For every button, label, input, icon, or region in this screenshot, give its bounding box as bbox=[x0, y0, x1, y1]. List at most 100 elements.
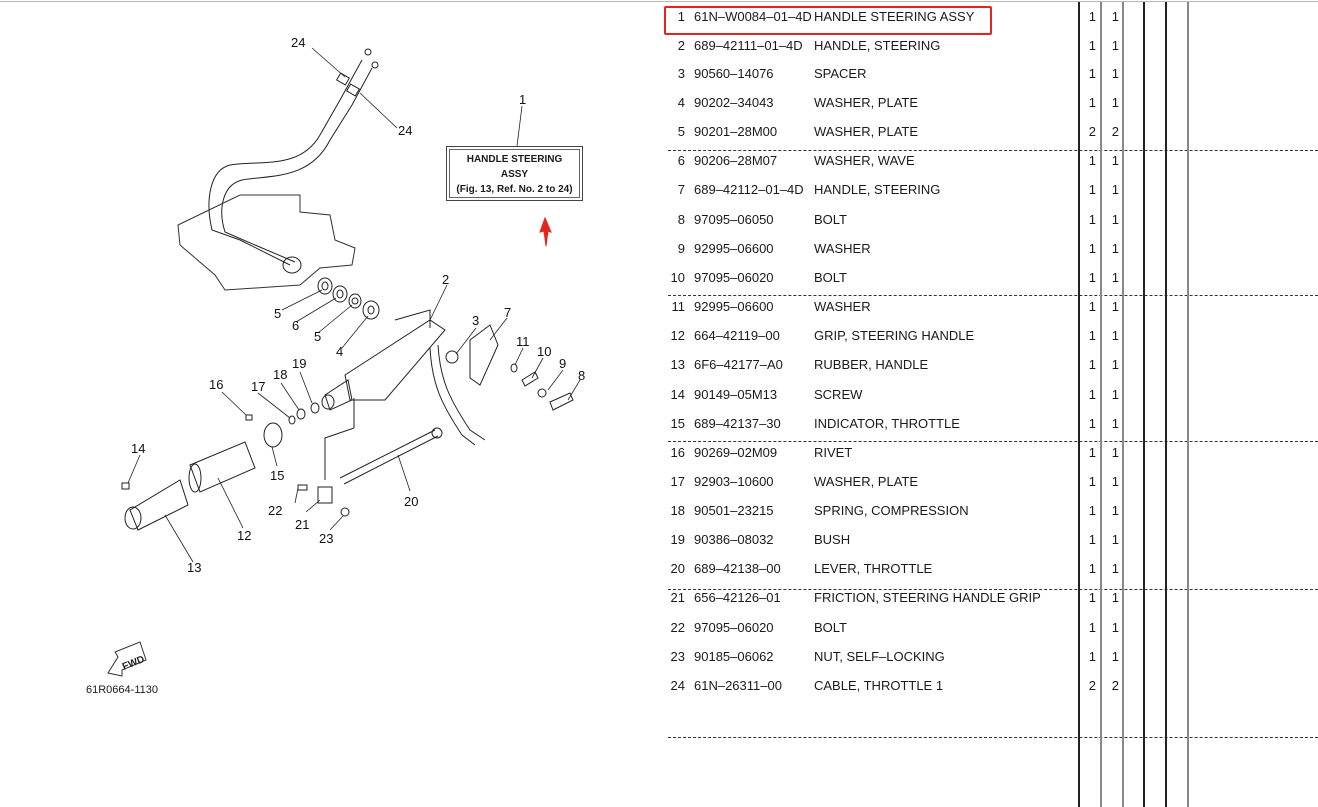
fwd-arrow-icon bbox=[107, 641, 147, 677]
part-number-cell: 92995–06600 bbox=[694, 241, 774, 256]
callout-19: 19 bbox=[292, 356, 306, 371]
part-number-cell: 61N–26311–00 bbox=[694, 678, 782, 693]
quantity-cell: 1 bbox=[1111, 387, 1119, 402]
grip-drawing bbox=[189, 441, 256, 493]
column-divider bbox=[1165, 2, 1167, 807]
ref-cell: 12 bbox=[670, 328, 685, 343]
callout-16: 16 bbox=[209, 377, 223, 392]
part-number-cell: 689–42111–01–4D bbox=[694, 38, 803, 53]
top-rule bbox=[0, 1, 1318, 2]
description-cell: HANDLE, STEERING bbox=[814, 182, 941, 197]
description-cell: SCREW bbox=[814, 387, 863, 402]
quantity-cell: 1 bbox=[1111, 445, 1119, 460]
callout-21: 21 bbox=[295, 517, 309, 532]
diagram-drawing: 1 2 3 4 5 5 6 7 8 9 10 11 12 13 14 15 16… bbox=[107, 35, 585, 677]
callout-2: 2 bbox=[442, 272, 449, 287]
part-number-cell: 97095–06020 bbox=[694, 620, 774, 635]
group-divider bbox=[668, 589, 1318, 590]
quantity-cell: 1 bbox=[1088, 532, 1096, 547]
description-cell: HANDLE STEERING ASSY bbox=[814, 9, 975, 24]
quantity-cell: 1 bbox=[1111, 182, 1119, 197]
quantity-cell: 1 bbox=[1088, 561, 1096, 576]
callout-23: 23 bbox=[319, 531, 333, 546]
ref-cell: 18 bbox=[670, 503, 685, 518]
part-number-cell: 689–42138–00 bbox=[694, 561, 781, 576]
callout-5b: 5 bbox=[314, 329, 321, 344]
quantity-cell: 1 bbox=[1088, 328, 1096, 343]
description-cell: WASHER bbox=[814, 299, 871, 314]
callout-13: 13 bbox=[187, 560, 201, 575]
description-cell: WASHER, WAVE bbox=[814, 153, 915, 168]
drawing-id: 61R0664-1130 bbox=[86, 684, 158, 696]
part-number-cell: 6F6–42177–A0 bbox=[694, 357, 783, 372]
ref-cell: 8 bbox=[677, 212, 685, 227]
bushing-drawing bbox=[282, 256, 302, 274]
ref-cell: 7 bbox=[677, 182, 685, 197]
part-number-cell: 689–42137–30 bbox=[694, 416, 781, 431]
quantity-cell: 1 bbox=[1111, 328, 1119, 343]
part-number-cell: 90386–08032 bbox=[694, 532, 774, 547]
description-cell: BOLT bbox=[814, 212, 847, 227]
quantity-cell: 1 bbox=[1111, 503, 1119, 518]
description-cell: NUT, SELF–LOCKING bbox=[814, 649, 945, 664]
assembly-label-line1: HANDLE STEERING bbox=[466, 154, 563, 165]
column-divider bbox=[1143, 2, 1145, 807]
quantity-cell: 1 bbox=[1088, 649, 1096, 664]
callout-6: 6 bbox=[292, 318, 299, 333]
ref-cell: 22 bbox=[670, 620, 685, 635]
part-number-cell: 90201–28M00 bbox=[694, 124, 778, 139]
description-cell: CABLE, THROTTLE 1 bbox=[814, 678, 944, 693]
callout-3: 3 bbox=[472, 313, 479, 328]
quantity-cell: 1 bbox=[1111, 270, 1119, 285]
quantity-cell: 1 bbox=[1111, 212, 1119, 227]
quantity-cell: 2 bbox=[1111, 124, 1119, 139]
part-number-cell: 90560–14076 bbox=[694, 66, 774, 81]
annotation-arrow-icon bbox=[539, 216, 552, 247]
steering-handle-drawing bbox=[321, 309, 499, 446]
description-cell: BOLT bbox=[814, 620, 847, 635]
quantity-cell: 1 bbox=[1111, 620, 1119, 635]
description-cell: RIVET bbox=[814, 445, 853, 460]
column-divider bbox=[1100, 2, 1102, 807]
quantity-cell: 1 bbox=[1088, 299, 1096, 314]
quantity-cell: 1 bbox=[1088, 66, 1096, 81]
ref-cell: 19 bbox=[670, 532, 685, 547]
callout-9: 9 bbox=[559, 356, 566, 371]
group-divider bbox=[668, 737, 1318, 738]
ref-cell: 4 bbox=[677, 95, 685, 110]
ref-cell: 16 bbox=[670, 445, 685, 460]
ref-cell: 10 bbox=[670, 270, 685, 285]
group-divider bbox=[668, 295, 1318, 296]
quantity-cell: 1 bbox=[1111, 649, 1119, 664]
assembly-label-box: HANDLE STEERING ASSY (Fig. 13, Ref. No. … bbox=[446, 146, 583, 201]
description-cell: BUSH bbox=[814, 532, 851, 547]
description-cell: BOLT bbox=[814, 270, 847, 285]
description-cell: GRIP, STEERING HANDLE bbox=[814, 328, 975, 343]
exploded-parts-diagram: 1 2 3 4 5 5 6 7 8 9 10 11 12 13 14 15 16… bbox=[86, 35, 585, 696]
